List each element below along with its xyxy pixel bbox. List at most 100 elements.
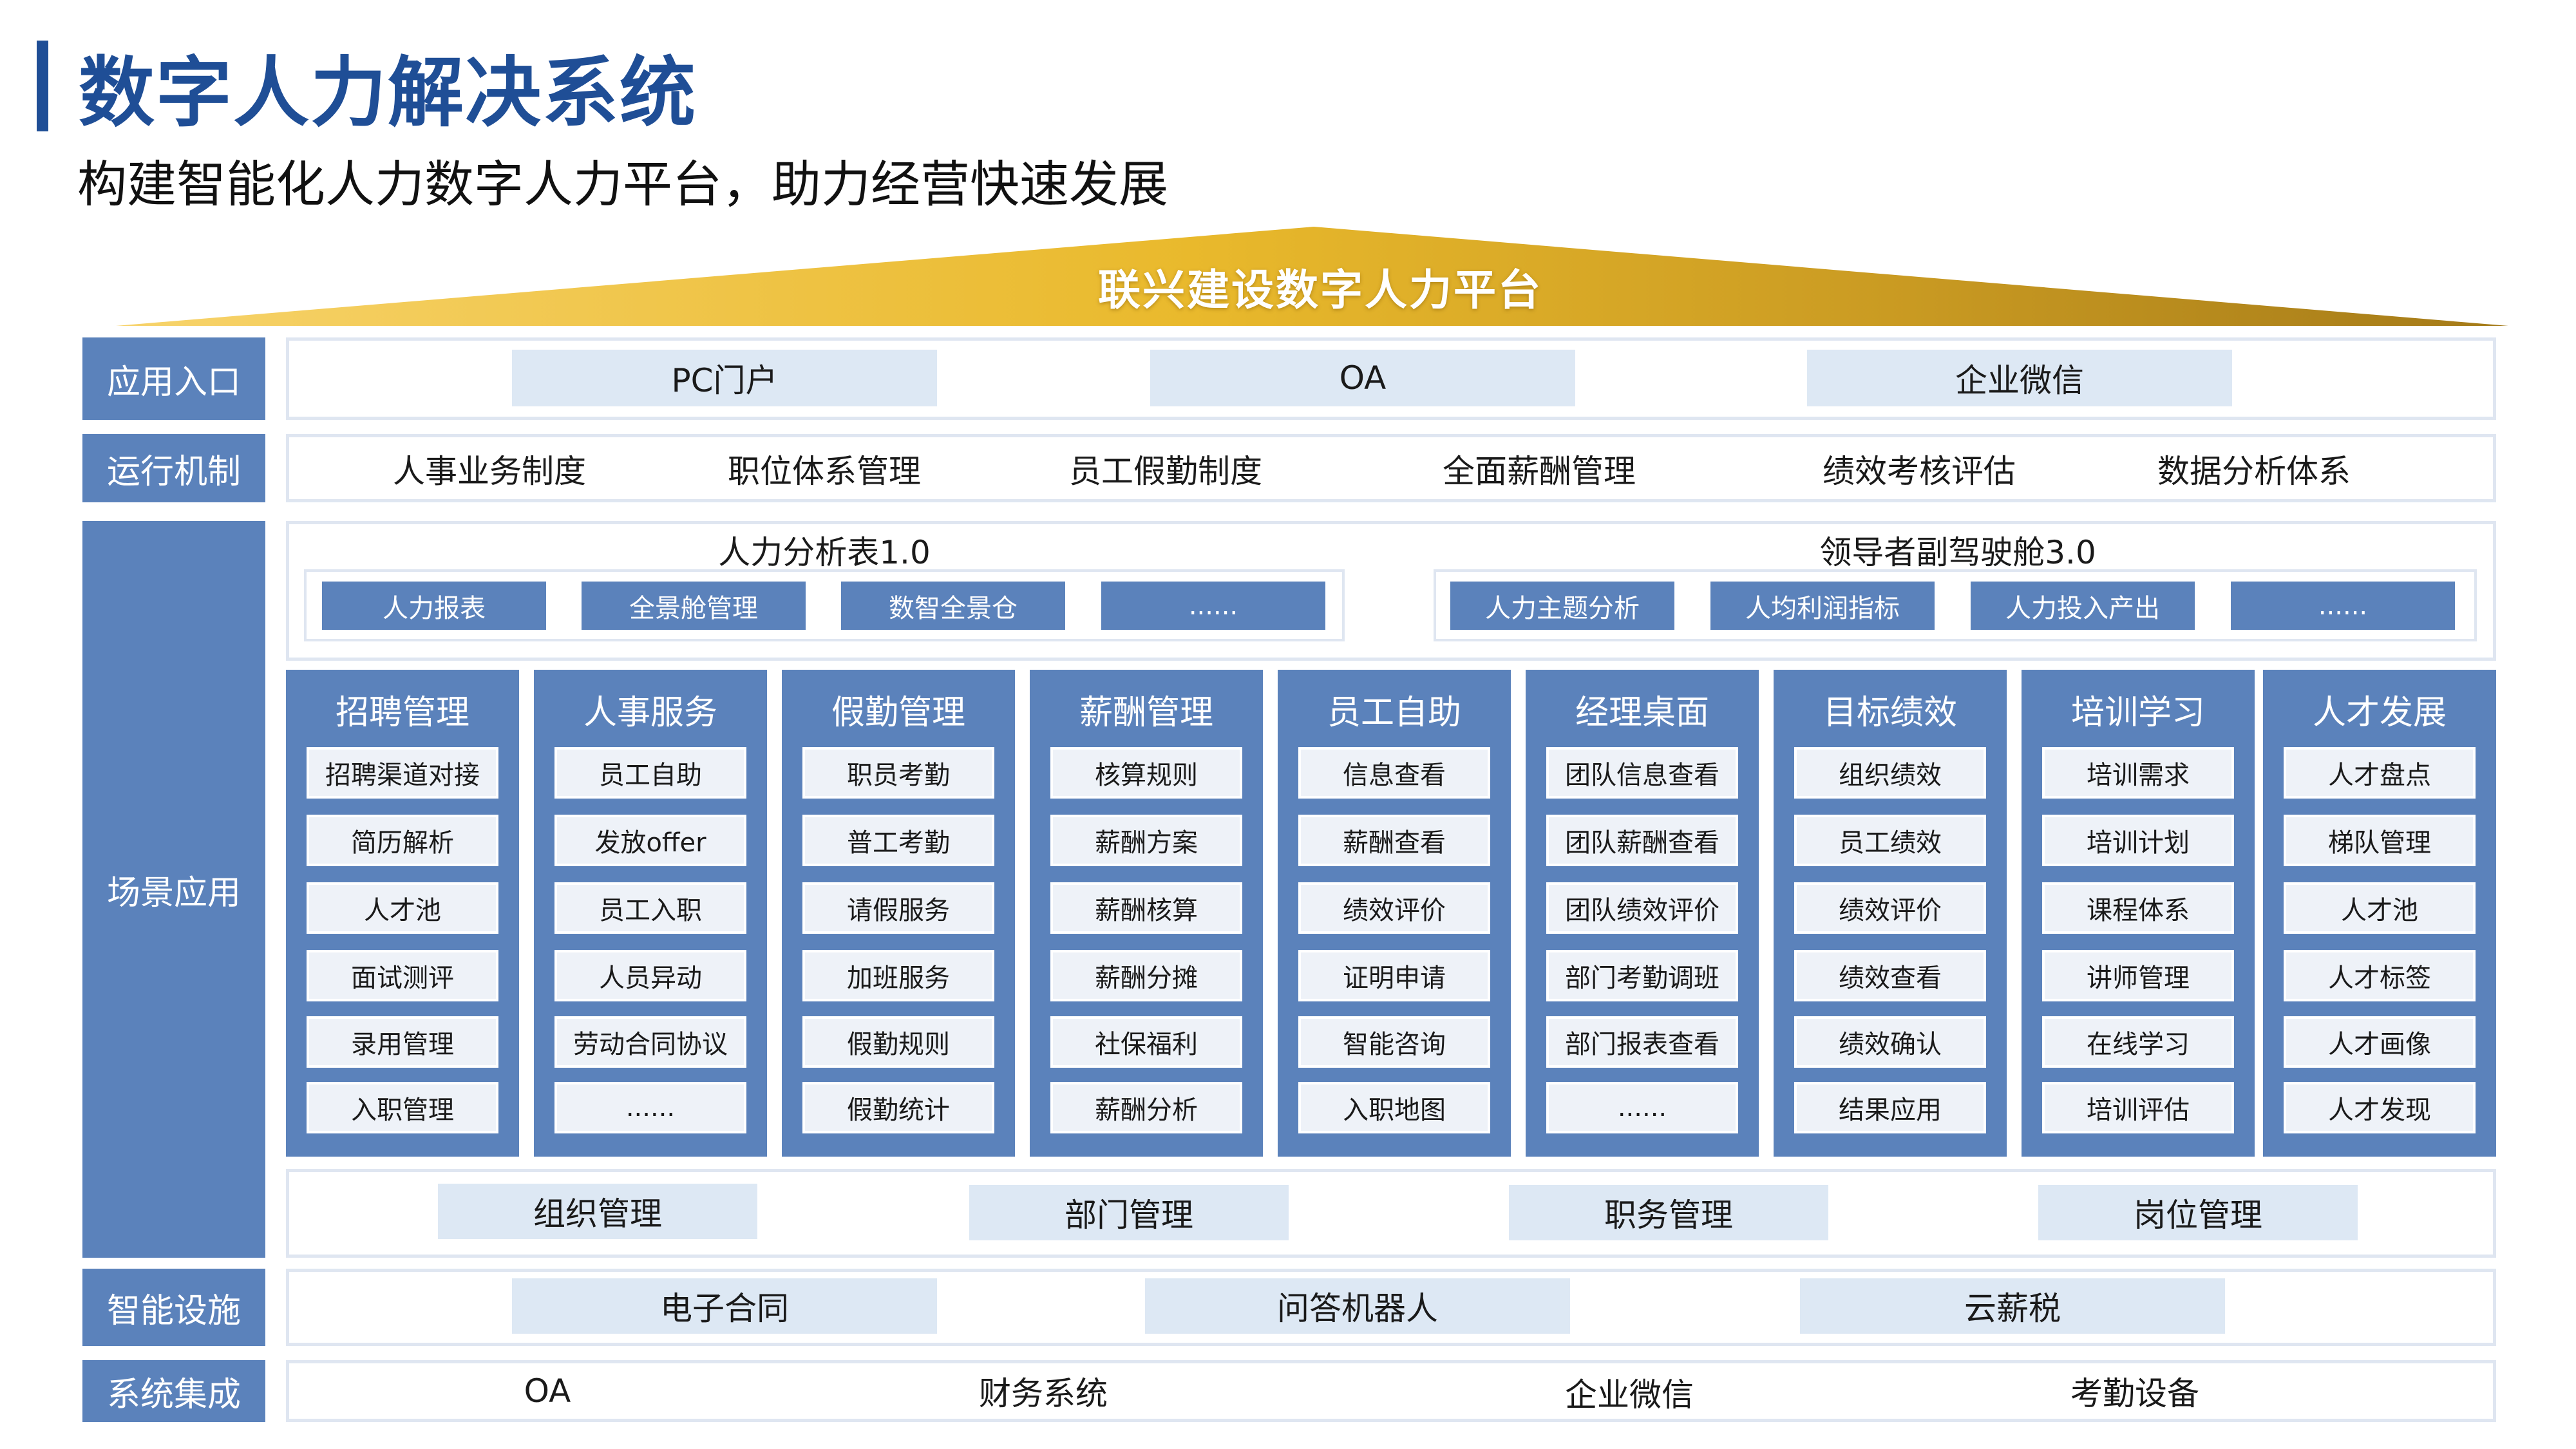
module-item[interactable]: 入职地图	[1298, 1082, 1490, 1133]
title-accent-bar	[37, 41, 48, 131]
analysis-item[interactable]: 人力报表	[322, 582, 546, 630]
module-item[interactable]: 员工自助	[554, 747, 746, 799]
module-item[interactable]: 薪酬查看	[1298, 815, 1490, 866]
label-scenario: 场景应用	[82, 521, 265, 1258]
module-item[interactable]: 培训评估	[2042, 1082, 2234, 1133]
module-item[interactable]: 讲师管理	[2042, 950, 2234, 1001]
analysis-item[interactable]: 人力主题分析	[1450, 582, 1674, 630]
module-item[interactable]: 录用管理	[307, 1016, 498, 1068]
label-mechanism: 运行机制	[82, 434, 265, 502]
module-item[interactable]: 人才发现	[2284, 1082, 2476, 1133]
module-item[interactable]: 团队信息查看	[1546, 747, 1738, 799]
analysis-item[interactable]: 人力投入产出	[1971, 582, 2195, 630]
module-item[interactable]: 团队薪酬查看	[1546, 815, 1738, 866]
module-recruitment: 招聘管理 招聘渠道对接 简历解析 人才池 面试测评 录用管理 入职管理	[286, 670, 519, 1157]
analysis-item[interactable]: 数智全景仓	[841, 582, 1065, 630]
module-item[interactable]: 课程体系	[2042, 882, 2234, 934]
module-item[interactable]: 假勤统计	[802, 1082, 994, 1133]
infrastructure-item[interactable]: 电子合同	[512, 1278, 937, 1334]
analysis-item[interactable]: 全景舱管理	[582, 582, 806, 630]
module-item[interactable]: 加班服务	[802, 950, 994, 1001]
module-item[interactable]: 信息查看	[1298, 747, 1490, 799]
module-item[interactable]: 人员异动	[554, 950, 746, 1001]
module-item[interactable]: 薪酬分摊	[1050, 950, 1242, 1001]
mechanism-row	[286, 434, 2496, 502]
label-integration: 系统集成	[82, 1360, 265, 1422]
app-entry-wecom[interactable]: 企业微信	[1807, 350, 2232, 406]
mechanism-item: 数据分析体系	[2157, 453, 2351, 490]
module-item[interactable]: 部门考勤调班	[1546, 950, 1738, 1001]
mechanism-item: 职位体系管理	[728, 453, 921, 490]
module-item[interactable]: 绩效评价	[1298, 882, 1490, 934]
org-item[interactable]: 职务管理	[1509, 1185, 1828, 1240]
module-item[interactable]: 绩效确认	[1794, 1016, 1986, 1068]
module-item[interactable]: 培训计划	[2042, 815, 2234, 866]
module-item[interactable]: 智能咨询	[1298, 1016, 1490, 1068]
analysis-panel-title: 人力分析表1.0	[718, 534, 931, 571]
integration-item: OA	[524, 1372, 571, 1410]
module-item[interactable]: 在线学习	[2042, 1016, 2234, 1068]
module-item[interactable]: 薪酬方案	[1050, 815, 1242, 866]
module-item[interactable]: 职员考勤	[802, 747, 994, 799]
mechanism-item: 全面薪酬管理	[1443, 453, 1636, 490]
module-item[interactable]: 入职管理	[307, 1082, 498, 1133]
label-infrastructure: 智能设施	[82, 1269, 265, 1346]
module-item[interactable]: 人才盘点	[2284, 747, 2476, 799]
module-goal-performance: 目标绩效 组织绩效 员工绩效 绩效评价 绩效查看 绩效确认 结果应用	[1774, 670, 2007, 1157]
module-item[interactable]: 员工绩效	[1794, 815, 1986, 866]
analysis-item[interactable]: ......	[2231, 582, 2455, 630]
infrastructure-item[interactable]: 云薪税	[1800, 1278, 2225, 1334]
infrastructure-item[interactable]: 问答机器人	[1145, 1278, 1570, 1334]
integration-item: 考勤设备	[2070, 1375, 2199, 1412]
module-title: 人才发展	[2312, 693, 2447, 732]
org-item[interactable]: 岗位管理	[2038, 1185, 2358, 1240]
label-app-entry: 应用入口	[82, 337, 265, 420]
module-title: 培训学习	[2070, 693, 2205, 732]
module-title: 假勤管理	[831, 693, 965, 732]
module-item[interactable]: 假勤规则	[802, 1016, 994, 1068]
mechanism-item: 绩效考核评估	[1823, 453, 2016, 490]
module-item[interactable]: 招聘渠道对接	[307, 747, 498, 799]
module-item[interactable]: 团队绩效评价	[1546, 882, 1738, 934]
module-item[interactable]: 人才标签	[2284, 950, 2476, 1001]
analysis-panel-title: 领导者副驾驶舱3.0	[1819, 534, 2096, 571]
module-item[interactable]: 培训需求	[2042, 747, 2234, 799]
module-title: 招聘管理	[335, 693, 469, 732]
module-item[interactable]: 绩效评价	[1794, 882, 1986, 934]
module-item[interactable]: 劳动合同协议	[554, 1016, 746, 1068]
module-item[interactable]: 人才池	[307, 882, 498, 934]
analysis-item[interactable]: ......	[1101, 582, 1325, 630]
page-subtitle: 构建智能化人力数字人力平台，助力经营快速发展	[77, 156, 1168, 214]
app-entry-oa[interactable]: OA	[1150, 350, 1575, 406]
module-item[interactable]: 面试测评	[307, 950, 498, 1001]
org-item[interactable]: 部门管理	[969, 1185, 1289, 1240]
module-item[interactable]: ......	[554, 1082, 746, 1133]
module-item[interactable]: 核算规则	[1050, 747, 1242, 799]
module-personnel-service: 人事服务 员工自助 发放offer 员工入职 人员异动 劳动合同协议 .....…	[534, 670, 767, 1157]
module-item[interactable]: 薪酬核算	[1050, 882, 1242, 934]
module-item[interactable]: 简历解析	[307, 815, 498, 866]
module-item[interactable]: 组织绩效	[1794, 747, 1986, 799]
module-item[interactable]: 部门报表查看	[1546, 1016, 1738, 1068]
module-item[interactable]: 结果应用	[1794, 1082, 1986, 1133]
module-item[interactable]: 绩效查看	[1794, 950, 1986, 1001]
module-item[interactable]: 薪酬分析	[1050, 1082, 1242, 1133]
module-title: 员工自助	[1327, 693, 1461, 732]
app-entry-pc-portal[interactable]: PC门户	[512, 350, 937, 406]
analysis-item[interactable]: 人均利润指标	[1710, 582, 1935, 630]
org-item[interactable]: 组织管理	[438, 1184, 757, 1239]
module-item[interactable]: ......	[1546, 1082, 1738, 1133]
module-item[interactable]: 员工入职	[554, 882, 746, 934]
module-item[interactable]: 社保福利	[1050, 1016, 1242, 1068]
module-item[interactable]: 人才池	[2284, 882, 2476, 934]
module-item[interactable]: 梯队管理	[2284, 815, 2476, 866]
module-manager-desktop: 经理桌面 团队信息查看 团队薪酬查看 团队绩效评价 部门考勤调班 部门报表查看 …	[1526, 670, 1759, 1157]
module-item[interactable]: 请假服务	[802, 882, 994, 934]
module-compensation: 薪酬管理 核算规则 薪酬方案 薪酬核算 薪酬分摊 社保福利 薪酬分析	[1030, 670, 1263, 1157]
integration-row	[286, 1360, 2496, 1422]
integration-item: 企业微信	[1565, 1376, 1694, 1414]
module-item[interactable]: 人才画像	[2284, 1016, 2476, 1068]
module-item[interactable]: 普工考勤	[802, 815, 994, 866]
module-item[interactable]: 发放offer	[554, 815, 746, 866]
module-item[interactable]: 证明申请	[1298, 950, 1490, 1001]
